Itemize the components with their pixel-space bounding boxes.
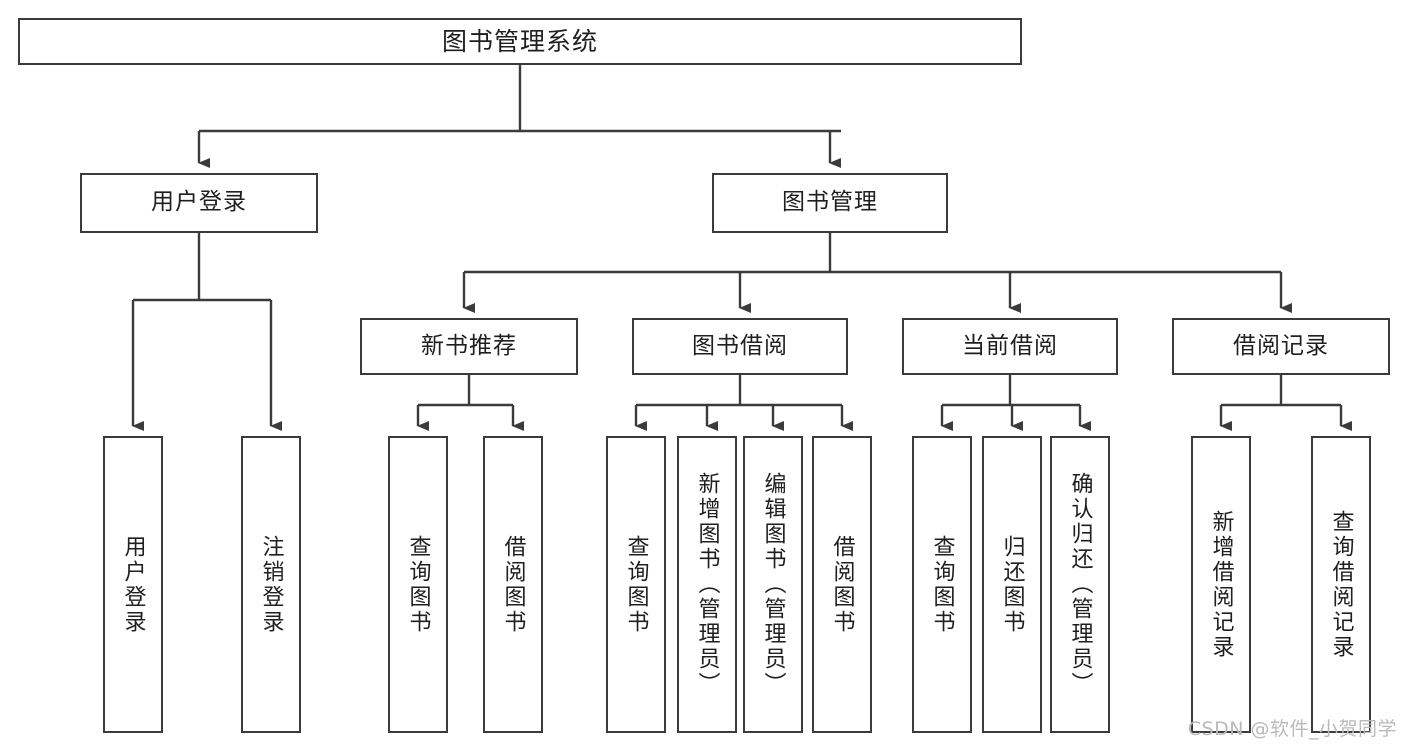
leaf-user-login[interactable]: 用户登录 xyxy=(103,436,163,733)
node-new-book-recommend[interactable]: 新书推荐 xyxy=(360,318,578,375)
leaf-current-return-book[interactable]: 归还图书 xyxy=(982,436,1042,733)
node-label: 查询借阅记录 xyxy=(1328,509,1354,660)
node-label: 编辑图书（管理员） xyxy=(760,472,786,697)
node-label: 借阅记录 xyxy=(1233,332,1329,359)
leaf-current-query-book[interactable]: 查询图书 xyxy=(912,436,972,733)
node-label: 新增图书（管理员） xyxy=(694,472,720,697)
node-borrow-record[interactable]: 借阅记录 xyxy=(1172,318,1390,375)
node-user-login[interactable]: 用户登录 xyxy=(80,173,318,233)
node-label: 图书管理系统 xyxy=(441,26,598,56)
leaf-newbook-query-book[interactable]: 查询图书 xyxy=(388,436,448,733)
leaf-user-logout[interactable]: 注销登录 xyxy=(241,436,301,733)
node-label: 查询图书 xyxy=(405,534,431,635)
node-label: 查询图书 xyxy=(929,534,955,635)
leaf-record-query-record[interactable]: 查询借阅记录 xyxy=(1311,436,1371,733)
leaf-record-add-record[interactable]: 新增借阅记录 xyxy=(1191,436,1251,733)
leaf-newbook-borrow-book[interactable]: 借阅图书 xyxy=(483,436,543,733)
leaf-borrow-add-book[interactable]: 新增图书（管理员） xyxy=(677,436,737,733)
node-label: 用户登录 xyxy=(120,534,146,635)
node-current-borrow[interactable]: 当前借阅 xyxy=(902,318,1118,375)
node-book-borrow[interactable]: 图书借阅 xyxy=(632,318,848,375)
node-label: 注销登录 xyxy=(258,534,284,635)
node-root-system[interactable]: 图书管理系统 xyxy=(18,18,1022,65)
leaf-current-confirm-return[interactable]: 确认归还（管理员） xyxy=(1050,436,1110,733)
node-label: 借阅图书 xyxy=(500,534,526,635)
node-label: 图书借阅 xyxy=(692,332,788,359)
node-label: 确认归还（管理员） xyxy=(1067,472,1093,697)
node-label: 新增借阅记录 xyxy=(1208,509,1234,660)
node-label: 查询图书 xyxy=(623,534,649,635)
csdn-watermark: CSDN @软件_小贺同学 xyxy=(1187,718,1397,740)
node-label: 用户登录 xyxy=(151,189,247,216)
node-label: 归还图书 xyxy=(999,534,1025,635)
node-label: 借阅图书 xyxy=(829,534,855,635)
node-label: 新书推荐 xyxy=(421,332,517,359)
node-book-management[interactable]: 图书管理 xyxy=(712,173,948,233)
leaf-borrow-query-book[interactable]: 查询图书 xyxy=(606,436,666,733)
leaf-borrow-borrow-book[interactable]: 借阅图书 xyxy=(812,436,872,733)
node-label: 图书管理 xyxy=(782,189,878,216)
node-label: 当前借阅 xyxy=(962,332,1058,359)
leaf-borrow-edit-book[interactable]: 编辑图书（管理员） xyxy=(743,436,803,733)
